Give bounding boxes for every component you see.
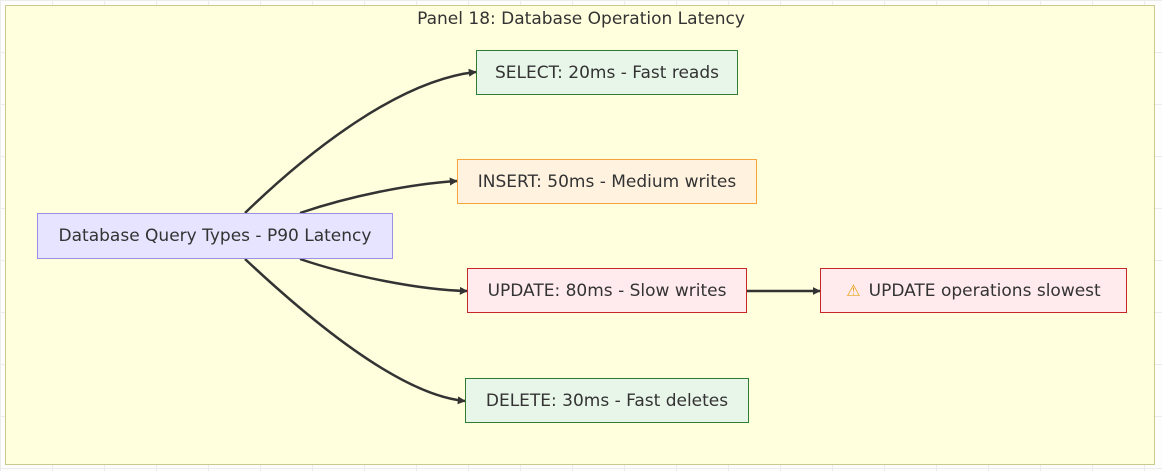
edge-source-update [299,257,468,295]
edge-source-select [244,68,477,214]
warning-icon: ⚠ [846,281,861,300]
node-update-label: UPDATE: 80ms - Slow writes [487,280,727,301]
node-delete-label: DELETE: 30ms - Fast deletes [485,390,729,411]
node-update[interactable]: UPDATE: 80ms - Slow writes [467,268,747,313]
node-select[interactable]: SELECT: 20ms - Fast reads [476,50,738,95]
node-database-query-types[interactable]: Database Query Types - P90 Latency [37,213,393,259]
node-update-warning-label: UPDATE operations slowest [868,280,1101,301]
node-update-warning[interactable]: ⚠ UPDATE operations slowest [820,268,1127,313]
node-insert-label: INSERT: 50ms - Medium writes [477,171,737,192]
panel-title: Panel 18: Database Operation Latency [417,9,745,29]
node-select-label: SELECT: 20ms - Fast reads [495,62,719,83]
node-database-query-types-label: Database Query Types - P90 Latency [58,226,372,246]
edge-source-delete [244,258,466,405]
edge-source-insert [299,177,458,215]
node-delete[interactable]: DELETE: 30ms - Fast deletes [465,378,749,423]
node-insert[interactable]: INSERT: 50ms - Medium writes [457,159,757,204]
